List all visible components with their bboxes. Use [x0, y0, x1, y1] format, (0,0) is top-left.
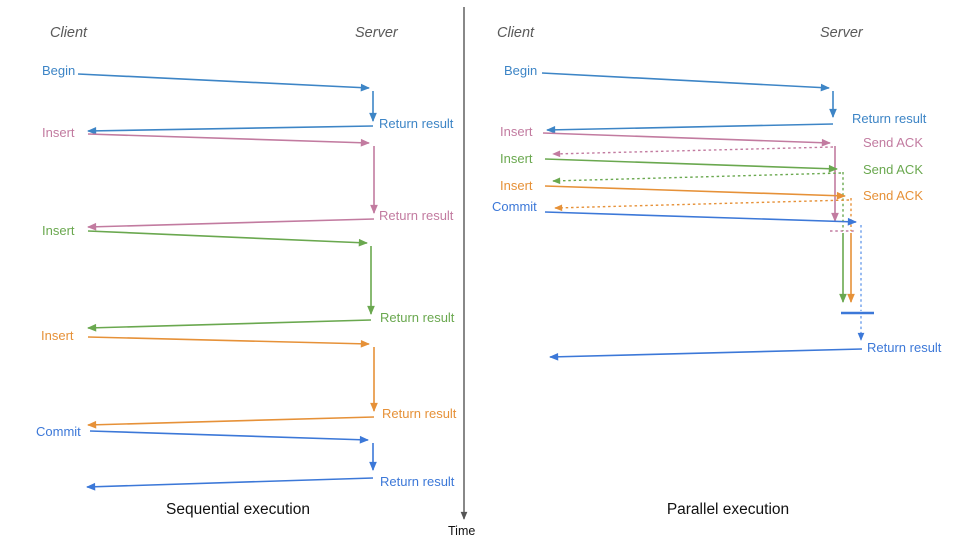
sequential-insert1-label: Insert: [42, 125, 75, 140]
parallel-insert2-arrows: [544, 158, 847, 303]
sequential-insert3-arrows: [87, 336, 378, 429]
parallel-insert3-ack: Send ACK: [863, 188, 923, 203]
parallel-insert1-label: Insert: [500, 124, 533, 139]
parallel-panel-title: Parallel execution: [666, 501, 790, 518]
parallel-begin-label: Begin: [504, 63, 538, 78]
parallel-commit-response: Return result: [867, 340, 942, 355]
parallel-client-header: Client: [497, 25, 535, 41]
time-axis-label: Time: [448, 524, 476, 538]
sequential-commit-response: Return result: [380, 474, 455, 489]
parallel-insert1-ack: Send ACK: [863, 135, 923, 150]
parallel-insert3-arrows: [544, 185, 855, 303]
parallel-insert3-label: Insert: [500, 178, 533, 193]
sequential-insert2-arrows: [87, 230, 375, 332]
sequential-begin-arrows: [77, 73, 377, 135]
sequential-begin-response: Return result: [379, 116, 454, 131]
parallel-commit-label: Commit: [492, 199, 537, 214]
sequential-begin-label: Begin: [42, 63, 76, 78]
sequential-insert2-response: Return result: [380, 310, 455, 325]
parallel-insert2-ack: Send ACK: [863, 162, 923, 177]
sequential-insert3-response: Return result: [382, 406, 457, 421]
sequential-insert1-arrows: [87, 133, 378, 231]
sequential-commit-arrows: [86, 430, 377, 491]
parallel-server-header: Server: [820, 25, 863, 41]
sequential-insert3-label: Insert: [41, 328, 74, 343]
sequential-commit-label: Commit: [36, 424, 81, 439]
sequential-insert1-response: Return result: [379, 208, 454, 223]
parallel-insert2-label: Insert: [500, 151, 533, 166]
parallel-commit-arrows: [544, 211, 874, 361]
parallel-begin-response: Return result: [852, 111, 927, 126]
parallel-begin-arrows: [541, 72, 837, 134]
sequential-server-header: Server: [355, 25, 398, 41]
sequential-insert2-label: Insert: [42, 223, 75, 238]
sequential-client-header: Client: [50, 25, 88, 41]
sequential-panel-title: Sequential execution: [166, 501, 310, 518]
